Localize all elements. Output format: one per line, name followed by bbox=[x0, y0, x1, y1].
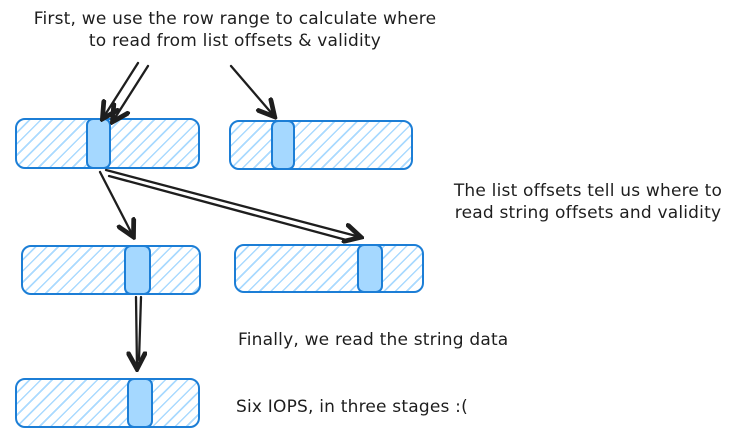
caption-step3: Finally, we read the string data bbox=[238, 330, 509, 350]
buffer-string-data bbox=[15, 378, 200, 428]
highlight-cell-string-validity bbox=[357, 244, 383, 293]
caption-step1: First, we use the row range to calculate… bbox=[33, 9, 437, 52]
buffer-list-offsets bbox=[15, 118, 200, 169]
arrow-list-offsets-to-string-validity-2 bbox=[107, 174, 352, 243]
arrow-string-offsets-to-string-data-1 bbox=[136, 295, 137, 368]
arrow-row-range-to-list-validity bbox=[229, 64, 274, 116]
buffer-list-validity bbox=[229, 120, 413, 170]
arrow-row-range-to-list-offsets-1 bbox=[103, 61, 140, 118]
highlight-cell-string-offsets bbox=[124, 245, 151, 295]
highlight-cell-list-validity bbox=[271, 120, 295, 170]
buffer-string-validity bbox=[234, 244, 424, 293]
arrow-list-offsets-to-string-validity-1 bbox=[104, 168, 360, 237]
arrow-string-offsets-to-string-data-2 bbox=[137, 295, 143, 362]
highlight-cell-list-offsets bbox=[86, 118, 111, 169]
arrow-row-range-to-list-offsets-2 bbox=[113, 64, 150, 121]
highlight-cell-string-data bbox=[127, 378, 153, 428]
buffer-string-offsets bbox=[21, 245, 201, 295]
caption-summary: Six IOPS, in three stages :( bbox=[236, 397, 468, 417]
caption-step2: The list offsets tell us where to read s… bbox=[453, 181, 723, 224]
arrow-list-offsets-to-string-offsets bbox=[98, 170, 133, 236]
